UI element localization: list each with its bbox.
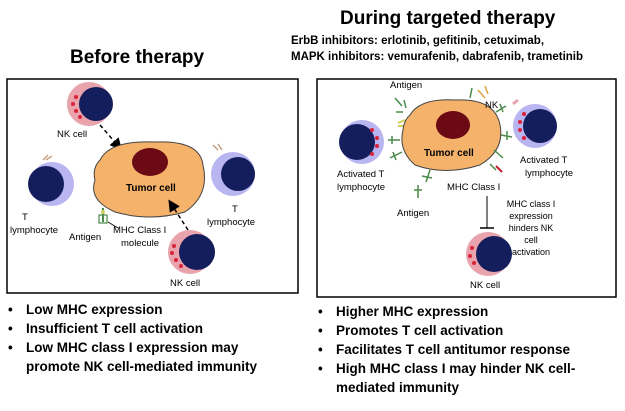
t-lymphocyte-right-label-1: T [232,204,238,215]
nk-cell-top-label: NK cell [57,129,87,140]
activated-t-left-label-2: lymphocyte [337,182,385,193]
list-item: Low MHC class I expression may [6,338,257,357]
nk-cell-icon [67,82,113,126]
activated-t-right-label-1: Activated T [520,155,568,166]
activated-t-lymphocyte-icon [513,104,557,148]
before-therapy-bullets: Low MHC expression Insufficient T cell a… [6,300,257,376]
t-lymphocyte-left-label-1: T [22,212,28,223]
mhc-class-i-right-label: MHC Class I [447,182,500,193]
before-therapy-panel [6,78,299,294]
list-item: Facilitates T cell antitumor response [316,340,575,359]
nk-cell-icon [512,98,519,106]
t-lymphocyte-icon [28,162,74,206]
list-item-continuation: promote NK cell-mediated immunity [6,357,257,376]
mhc-class-i-icon [388,87,513,183]
receptor-icon [495,165,503,173]
tumor-cell-right-label: Tumor cell [424,148,474,159]
hinder-text-3: hinders NK [509,223,554,233]
mapk-inhibitors-text: MAPK inhibitors: vemurafenib, dabrafenib… [291,51,584,63]
during-therapy-title: During targeted therapy [340,8,556,29]
mhc-pointer-line [107,221,119,229]
antigen-left-label: Antigen [69,232,101,243]
receptor-icon [394,97,407,113]
inhibitor-list: ErbB inhibitors: erlotinib, gefitinib, c… [291,33,583,65]
tumor-cell-label: Tumor cell [126,183,176,194]
list-item: Low MHC expression [6,300,257,319]
list-item-continuation: mediated immunity [316,378,575,397]
activated-t-left-label-1: Activated T [337,169,385,180]
t-lymphocyte-icon [211,152,255,196]
receptor-icon [414,185,422,198]
mhc-class-i-icon [98,208,108,224]
tumor-nucleus-icon [132,148,168,176]
hinder-text-4: cell [524,235,538,245]
list-item: High MHC class I may hinder NK cell- [316,359,575,378]
during-therapy-panel [316,78,617,298]
erbb-inhibitors-text: ErbB inhibitors: erlotinib, gefitinib, c… [291,35,545,47]
nk-top-right-label: NK [485,100,499,111]
list-item-continuation-text: promote NK cell-mediated immunity [26,359,258,374]
list-item: Insufficient T cell activation [6,319,257,338]
t-lymphocyte-left-label-2: lymphocyte [10,225,58,236]
nk-cell-bottom-label: NK cell [170,278,200,289]
hinder-text-5: activation [512,247,550,257]
receptor-icon [212,143,223,151]
activated-t-right-label-2: lymphocyte [525,168,573,179]
list-item-continuation-text: mediated immunity [336,380,460,395]
receptor-icon [42,154,53,161]
antigen-top-label: Antigen [390,80,422,91]
mhc-molecule-label-2: molecule [121,238,159,249]
tumor-cell-icon [93,141,205,218]
activated-t-lymphocyte-icon [339,120,384,164]
nk-cell-bottom-right-label: NK cell [470,280,500,291]
list-item: Promotes T cell activation [316,321,575,340]
nk-cell-icon [168,230,215,274]
t-lymphocyte-right-label-2: lymphocyte [207,217,255,228]
mhc-molecule-label-1: MHC Class I [113,225,166,236]
nk-activation-arrow [168,199,189,231]
list-item: Higher MHC expression [316,302,575,321]
tumor-nucleus-icon [436,111,470,139]
receptor-icon [477,85,489,99]
hinder-text-2: expression [509,211,553,221]
during-therapy-bullets: Higher MHC expression Promotes T cell ac… [316,302,575,397]
before-therapy-title: Before therapy [70,47,205,68]
antigen-bottom-label: Antigen [397,208,429,219]
hinder-text-1: MHC class I [507,199,556,209]
nk-activation-arrow [99,124,122,151]
nk-cell-icon [466,232,512,276]
